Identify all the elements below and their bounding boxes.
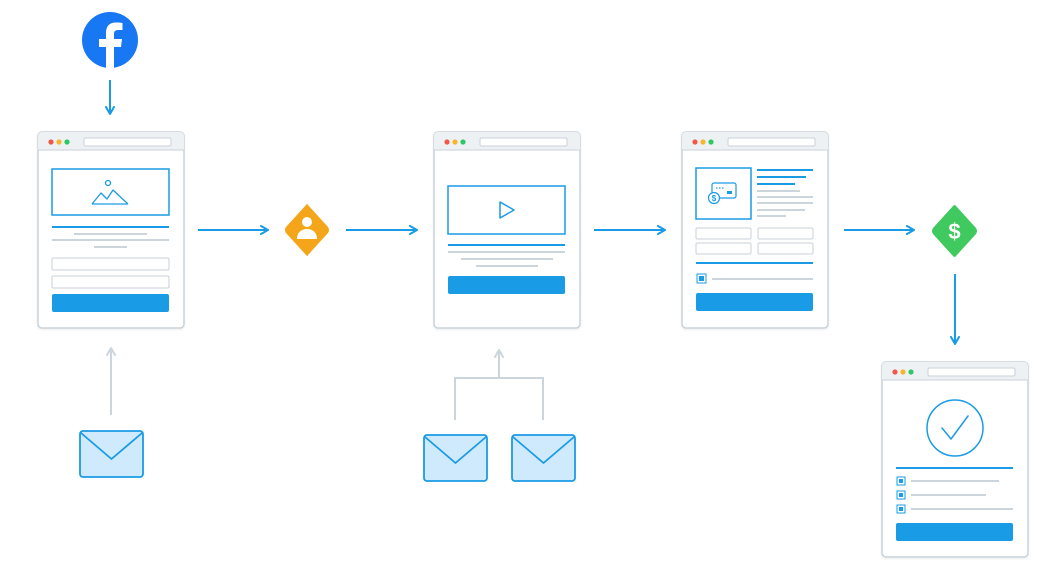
cta-button-shape [448,276,565,294]
envelope-icon [79,430,144,478]
checkout-page: $ [681,131,829,329]
window-dot-green [708,139,714,145]
play-icon [499,201,515,219]
address-bar [927,367,1016,377]
window-dot-red [892,369,898,375]
facebook-icon [82,12,138,68]
payment-icon: $ [707,182,737,205]
address-bar [83,137,172,147]
window-dot-green [460,139,466,145]
image-placeholder [51,168,170,216]
form-field [51,275,170,289]
address-bar [727,137,816,147]
image-icon [91,179,129,205]
sale-diamond: $ [932,205,977,257]
continue-button-shape [896,523,1013,541]
window-dot-green [908,369,914,375]
svg-text:$: $ [712,194,717,203]
edge-emails-to-video [454,349,544,420]
address-bar [479,137,568,147]
payment-image [695,167,752,220]
video-page [433,131,581,329]
form-field [51,257,170,271]
form-field [757,242,814,255]
window-dot-red [692,139,698,145]
form-field [695,242,752,255]
window-dot-yellow [700,139,706,145]
window-dot-red [444,139,450,145]
envelope-icon [511,434,576,482]
video-placeholder [447,185,566,235]
dollar-icon: $ [948,219,960,244]
user-icon [297,217,317,239]
check-circle-icon [926,399,984,457]
window-dot-green [64,139,70,145]
optin-page [37,131,185,329]
submit-button-shape [52,294,169,312]
window-dot-yellow [56,139,62,145]
form-field [695,227,752,240]
window-dot-yellow [900,369,906,375]
confirmation-page [881,361,1029,558]
form-field [757,227,814,240]
window-dot-yellow [452,139,458,145]
envelope-icon [423,434,488,482]
pay-button-shape [696,293,813,311]
window-dot-red [48,139,54,145]
lead-diamond [285,204,329,256]
checklist [896,476,1013,514]
